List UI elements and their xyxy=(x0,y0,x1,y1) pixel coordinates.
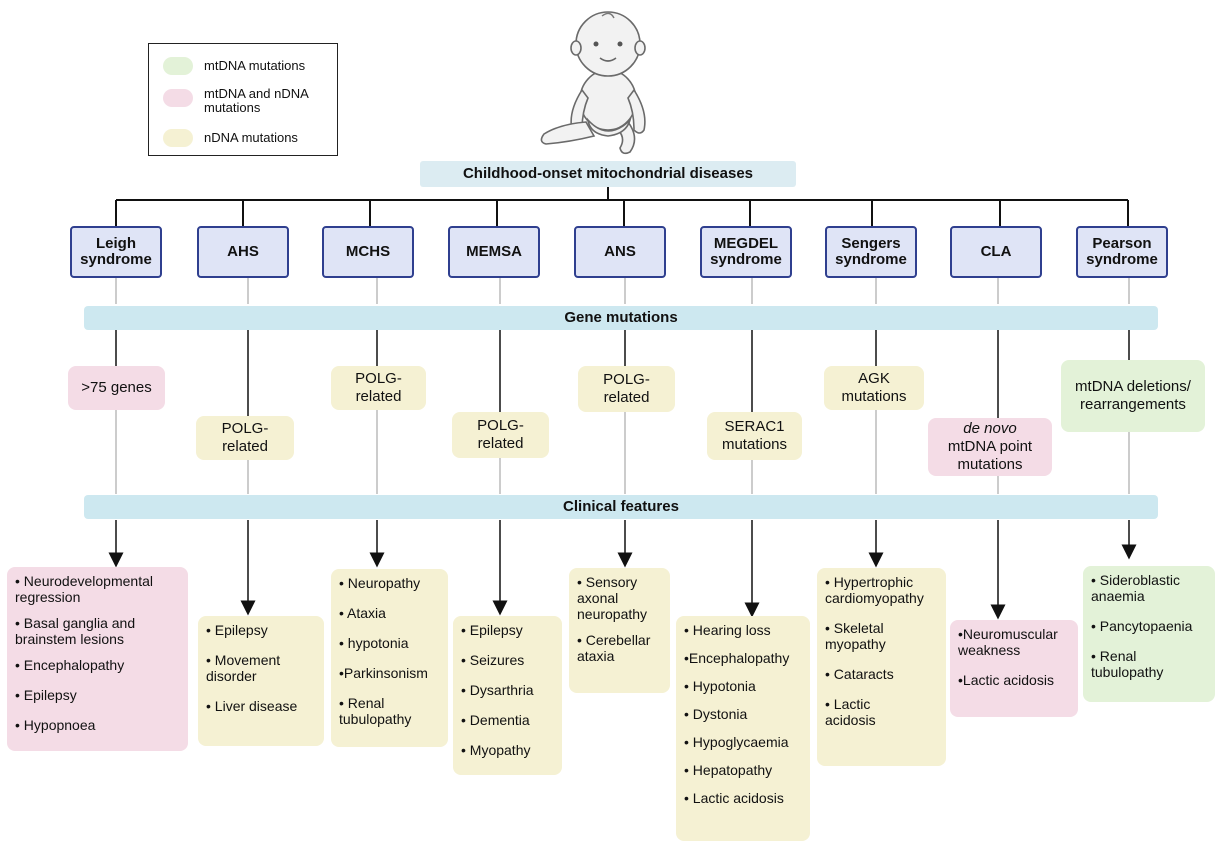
gene-box-cla-text: mtDNA point mutations xyxy=(947,438,1033,473)
features-box-leigh: • Neurodevelopmental regression • Basal … xyxy=(7,567,188,751)
feature-item: • Liver disease xyxy=(206,698,298,714)
features-box-ans: • Sensory axonal neuropathy • Cerebellar… xyxy=(569,568,670,693)
tree-drops xyxy=(115,200,1129,226)
feature-item: • Skeletal myopathy xyxy=(825,620,886,652)
features-box-cla: •Neuromuscular weakness •Lactic acidosis xyxy=(950,620,1078,717)
gene-box-ans: POLG-related xyxy=(578,366,675,412)
legend-label-mtdna-ndna: mtDNA and nDNA mutations xyxy=(204,86,309,115)
diagram-title: Childhood-onset mitochondrial diseases xyxy=(420,161,796,187)
legend-swatch-mtdna-ndna xyxy=(163,89,193,107)
feature-item: • Dysarthria xyxy=(461,682,534,698)
feature-item: • Hypertrophic cardiomyopathy xyxy=(825,574,924,606)
feature-item: • Pancytopaenia xyxy=(1091,618,1193,634)
feature-item: • Lactic acidosis xyxy=(684,790,784,806)
disease-box-megdel: MEGDEL syndrome xyxy=(700,226,792,278)
disease-box-pearson: Pearson syndrome xyxy=(1076,226,1168,278)
features-box-pearson: • Sideroblastic anaemia • Pancytopaenia … xyxy=(1083,566,1215,702)
features-box-memsa: • Epilepsy • Seizures • Dysarthria • Dem… xyxy=(453,616,562,775)
feature-item: • Dystonia xyxy=(684,706,748,722)
features-box-megdel: • Hearing loss •Encephalopathy • Hypoton… xyxy=(676,616,810,841)
disease-box-leigh: Leigh syndrome xyxy=(70,226,162,278)
feature-item: • Sensory axonal neuropathy xyxy=(577,574,648,622)
legend-swatch-ndna xyxy=(163,129,193,147)
feature-item: • Neuropathy xyxy=(339,575,421,591)
feature-item: • Sideroblastic anaemia xyxy=(1091,572,1180,604)
feature-item: • Epilepsy xyxy=(15,687,77,703)
gene-box-sengers: AGK mutations xyxy=(824,366,924,410)
gene-mutations-band: Gene mutations xyxy=(84,306,1158,330)
feature-item: • Hearing loss xyxy=(684,622,771,638)
feature-item: • Cerebellar ataxia xyxy=(577,632,651,664)
disease-box-sengers: Sengers syndrome xyxy=(825,226,917,278)
gene-box-pearson: mtDNA deletions/ rearrangements xyxy=(1061,360,1205,432)
feature-item: • Hepatopathy xyxy=(684,762,773,778)
feature-item: • Renal tubulopathy xyxy=(339,695,412,727)
feature-item: • Neurodevelopmental regression xyxy=(15,573,153,605)
feature-item: • Basal ganglia and brainstem lesions xyxy=(15,615,136,647)
features-box-mchs: • Neuropathy • Ataxia • hypotonia •Parki… xyxy=(331,569,448,747)
feature-item: •Lactic acidosis xyxy=(958,672,1054,688)
disease-box-ans: ANS xyxy=(574,226,666,278)
feature-item: • Movement disorder xyxy=(206,652,281,684)
baby-illustration xyxy=(540,11,646,155)
feature-item: • Seizures xyxy=(461,652,525,668)
gene-box-cla: de novo mtDNA point mutations xyxy=(928,418,1052,476)
feature-item: • Lactic acidosis xyxy=(825,696,876,728)
feature-item: • Hypopnoea xyxy=(15,717,96,733)
feature-item: • Encephalopathy xyxy=(15,657,125,673)
feature-item: • Epilepsy xyxy=(206,622,268,638)
feature-item: • Hypoglycaemia xyxy=(684,734,789,750)
disease-box-cla: CLA xyxy=(950,226,1042,278)
feature-item: •Parkinsonism xyxy=(339,665,428,681)
gene-box-memsa: POLG-related xyxy=(452,412,549,458)
feature-item: •Neuromuscular weakness xyxy=(958,626,1058,658)
legend: mtDNA mutations mtDNA and nDNA mutations… xyxy=(148,43,338,156)
feature-item: • Dementia xyxy=(461,712,530,728)
disease-box-ahs: AHS xyxy=(197,226,289,278)
feature-item: • Epilepsy xyxy=(461,622,523,638)
feature-item: • hypotonia xyxy=(339,635,409,651)
features-box-ahs: • Epilepsy • Movement disorder • Liver d… xyxy=(198,616,324,746)
column-lines xyxy=(108,278,1137,620)
gene-box-cla-italic: de novo xyxy=(963,420,1017,437)
feature-item: •Encephalopathy xyxy=(684,650,790,666)
gene-box-leigh: >75 genes xyxy=(68,366,165,410)
disease-box-memsa: MEMSA xyxy=(448,226,540,278)
feature-item: • Renal tubulopathy xyxy=(1091,648,1164,680)
legend-label-mtdna: mtDNA mutations xyxy=(204,58,306,73)
clinical-features-band: Clinical features xyxy=(84,495,1158,519)
gene-box-megdel: SERAC1 mutations xyxy=(707,412,802,460)
legend-swatch-mtdna xyxy=(163,57,193,75)
feature-item: • Myopathy xyxy=(461,742,531,758)
gene-box-ahs: POLG-related xyxy=(196,416,294,460)
gene-box-mchs: POLG-related xyxy=(331,366,426,410)
legend-label-ndna: nDNA mutations xyxy=(204,130,298,145)
feature-item: • Hypotonia xyxy=(684,678,756,694)
feature-item: • Cataracts xyxy=(825,666,894,682)
disease-box-mchs: MCHS xyxy=(322,226,414,278)
feature-item: • Ataxia xyxy=(339,605,386,621)
features-box-sengers: • Hypertrophic cardiomyopathy • Skeletal… xyxy=(817,568,946,766)
